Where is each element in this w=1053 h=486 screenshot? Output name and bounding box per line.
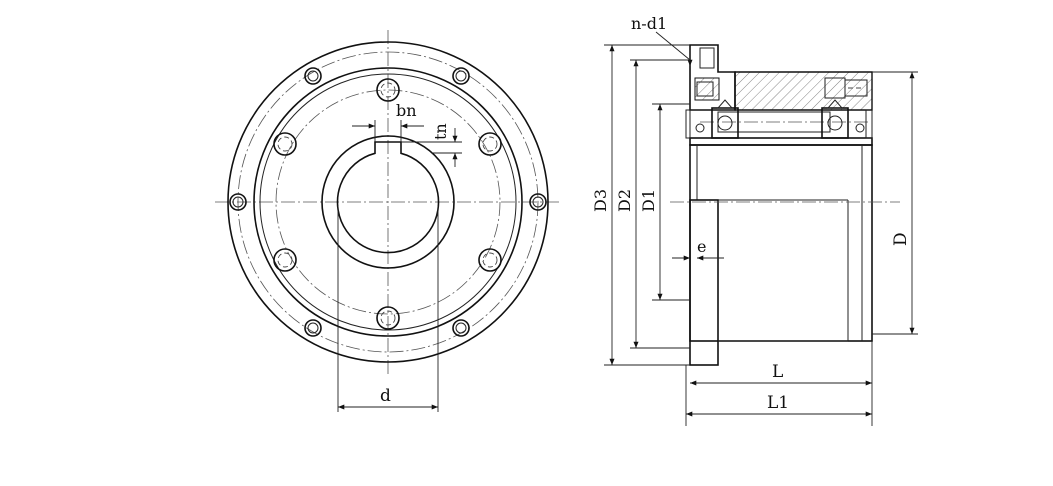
D2-label: D2 <box>615 189 634 212</box>
outer-hole <box>304 67 322 85</box>
bn-label: bn <box>396 101 417 120</box>
nd1-label: n-d1 <box>631 14 667 33</box>
bolt-nut <box>696 81 714 97</box>
outer-bolt-circle <box>237 51 539 353</box>
bearing-left <box>711 99 739 139</box>
upper-band <box>689 137 873 146</box>
tn-label: tn <box>431 123 450 140</box>
outer-flange-circle <box>227 41 549 363</box>
outer-holes <box>229 67 547 337</box>
inner-hole <box>376 78 400 102</box>
inner-hole <box>478 248 502 272</box>
outer-hole <box>229 193 247 211</box>
d-label: d <box>380 386 391 406</box>
flange-front <box>689 199 719 366</box>
L1-label: L1 <box>767 393 789 413</box>
outer-hole <box>452 67 470 85</box>
top-cover-hatched <box>734 71 873 111</box>
front-view: bn tn d <box>215 30 560 412</box>
inner-bolt-circle <box>275 89 501 315</box>
seal-left <box>695 123 705 133</box>
bore-with-keyway <box>336 141 440 254</box>
side-view: n-d1 D3 D2 D1 e D L <box>591 14 918 426</box>
hub-circle <box>321 135 455 269</box>
D-label: D <box>891 232 911 246</box>
cover-screw-thread <box>844 79 868 97</box>
outer-hole <box>529 193 547 211</box>
left-cap <box>685 109 691 139</box>
outer-hole <box>304 319 322 337</box>
nd1-leader <box>655 31 691 61</box>
D1-label: D1 <box>639 189 658 212</box>
inner-hole <box>273 248 297 272</box>
seal-right <box>855 123 865 133</box>
inner-holes <box>273 78 502 330</box>
e-label: e <box>697 237 706 256</box>
D3-label: D3 <box>591 189 610 212</box>
bolt-head <box>699 47 715 69</box>
bolt-recess <box>694 77 720 101</box>
body-step-circle <box>253 67 523 337</box>
inner-hole <box>376 306 400 330</box>
outer-hole <box>452 319 470 337</box>
inner-hole <box>273 132 297 156</box>
inner-hole <box>478 132 502 156</box>
L-label: L <box>772 362 783 382</box>
bearing-right <box>821 99 849 139</box>
body-inner-circle <box>259 73 517 331</box>
right-cap <box>865 109 873 139</box>
